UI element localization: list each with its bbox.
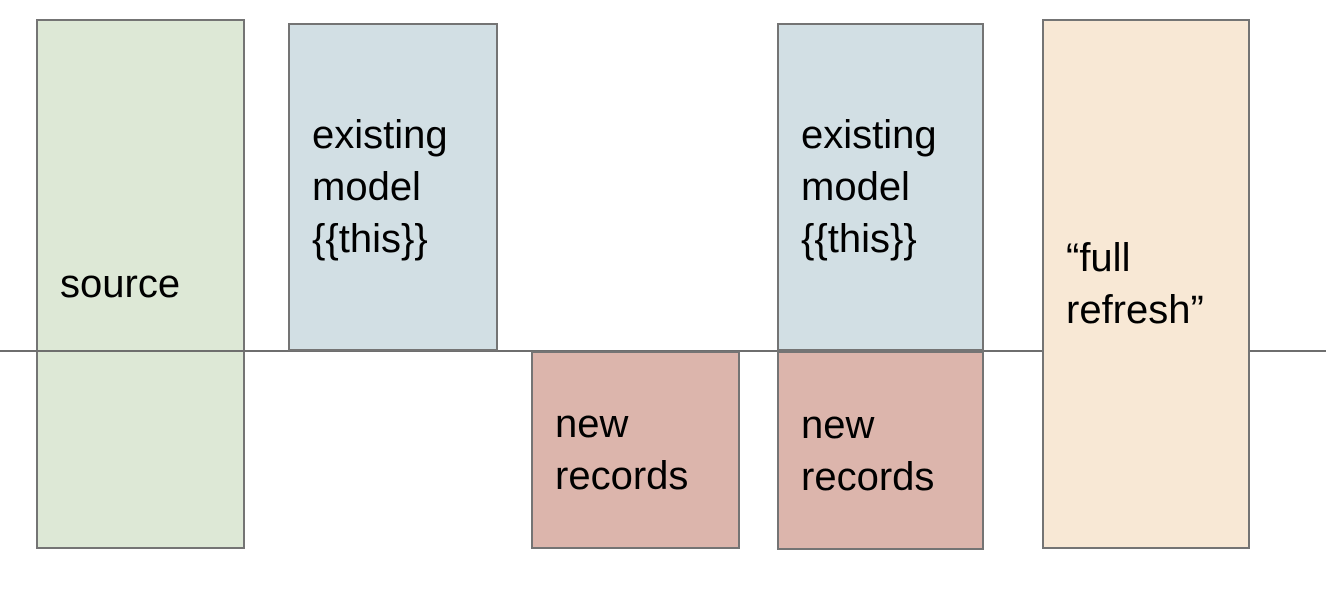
full-refresh-box: “full refresh” <box>1042 19 1250 549</box>
existing-model-box-1: existing model {{this}} <box>288 23 498 351</box>
full-refresh-box-label: “full refresh” <box>1066 236 1204 332</box>
source-box: source <box>36 19 245 549</box>
source-box-label: source <box>60 262 181 306</box>
new-records-box-2: new records <box>777 351 984 550</box>
existing-model-box-2: existing model {{this}} <box>777 23 984 351</box>
new-records-box-1-label: new records <box>555 402 689 498</box>
existing-model-box-2-label: existing model {{this}} <box>801 113 937 261</box>
existing-model-box-1-label: existing model {{this}} <box>312 113 448 261</box>
new-records-box-1: new records <box>531 351 740 549</box>
new-records-box-2-label: new records <box>801 402 935 499</box>
